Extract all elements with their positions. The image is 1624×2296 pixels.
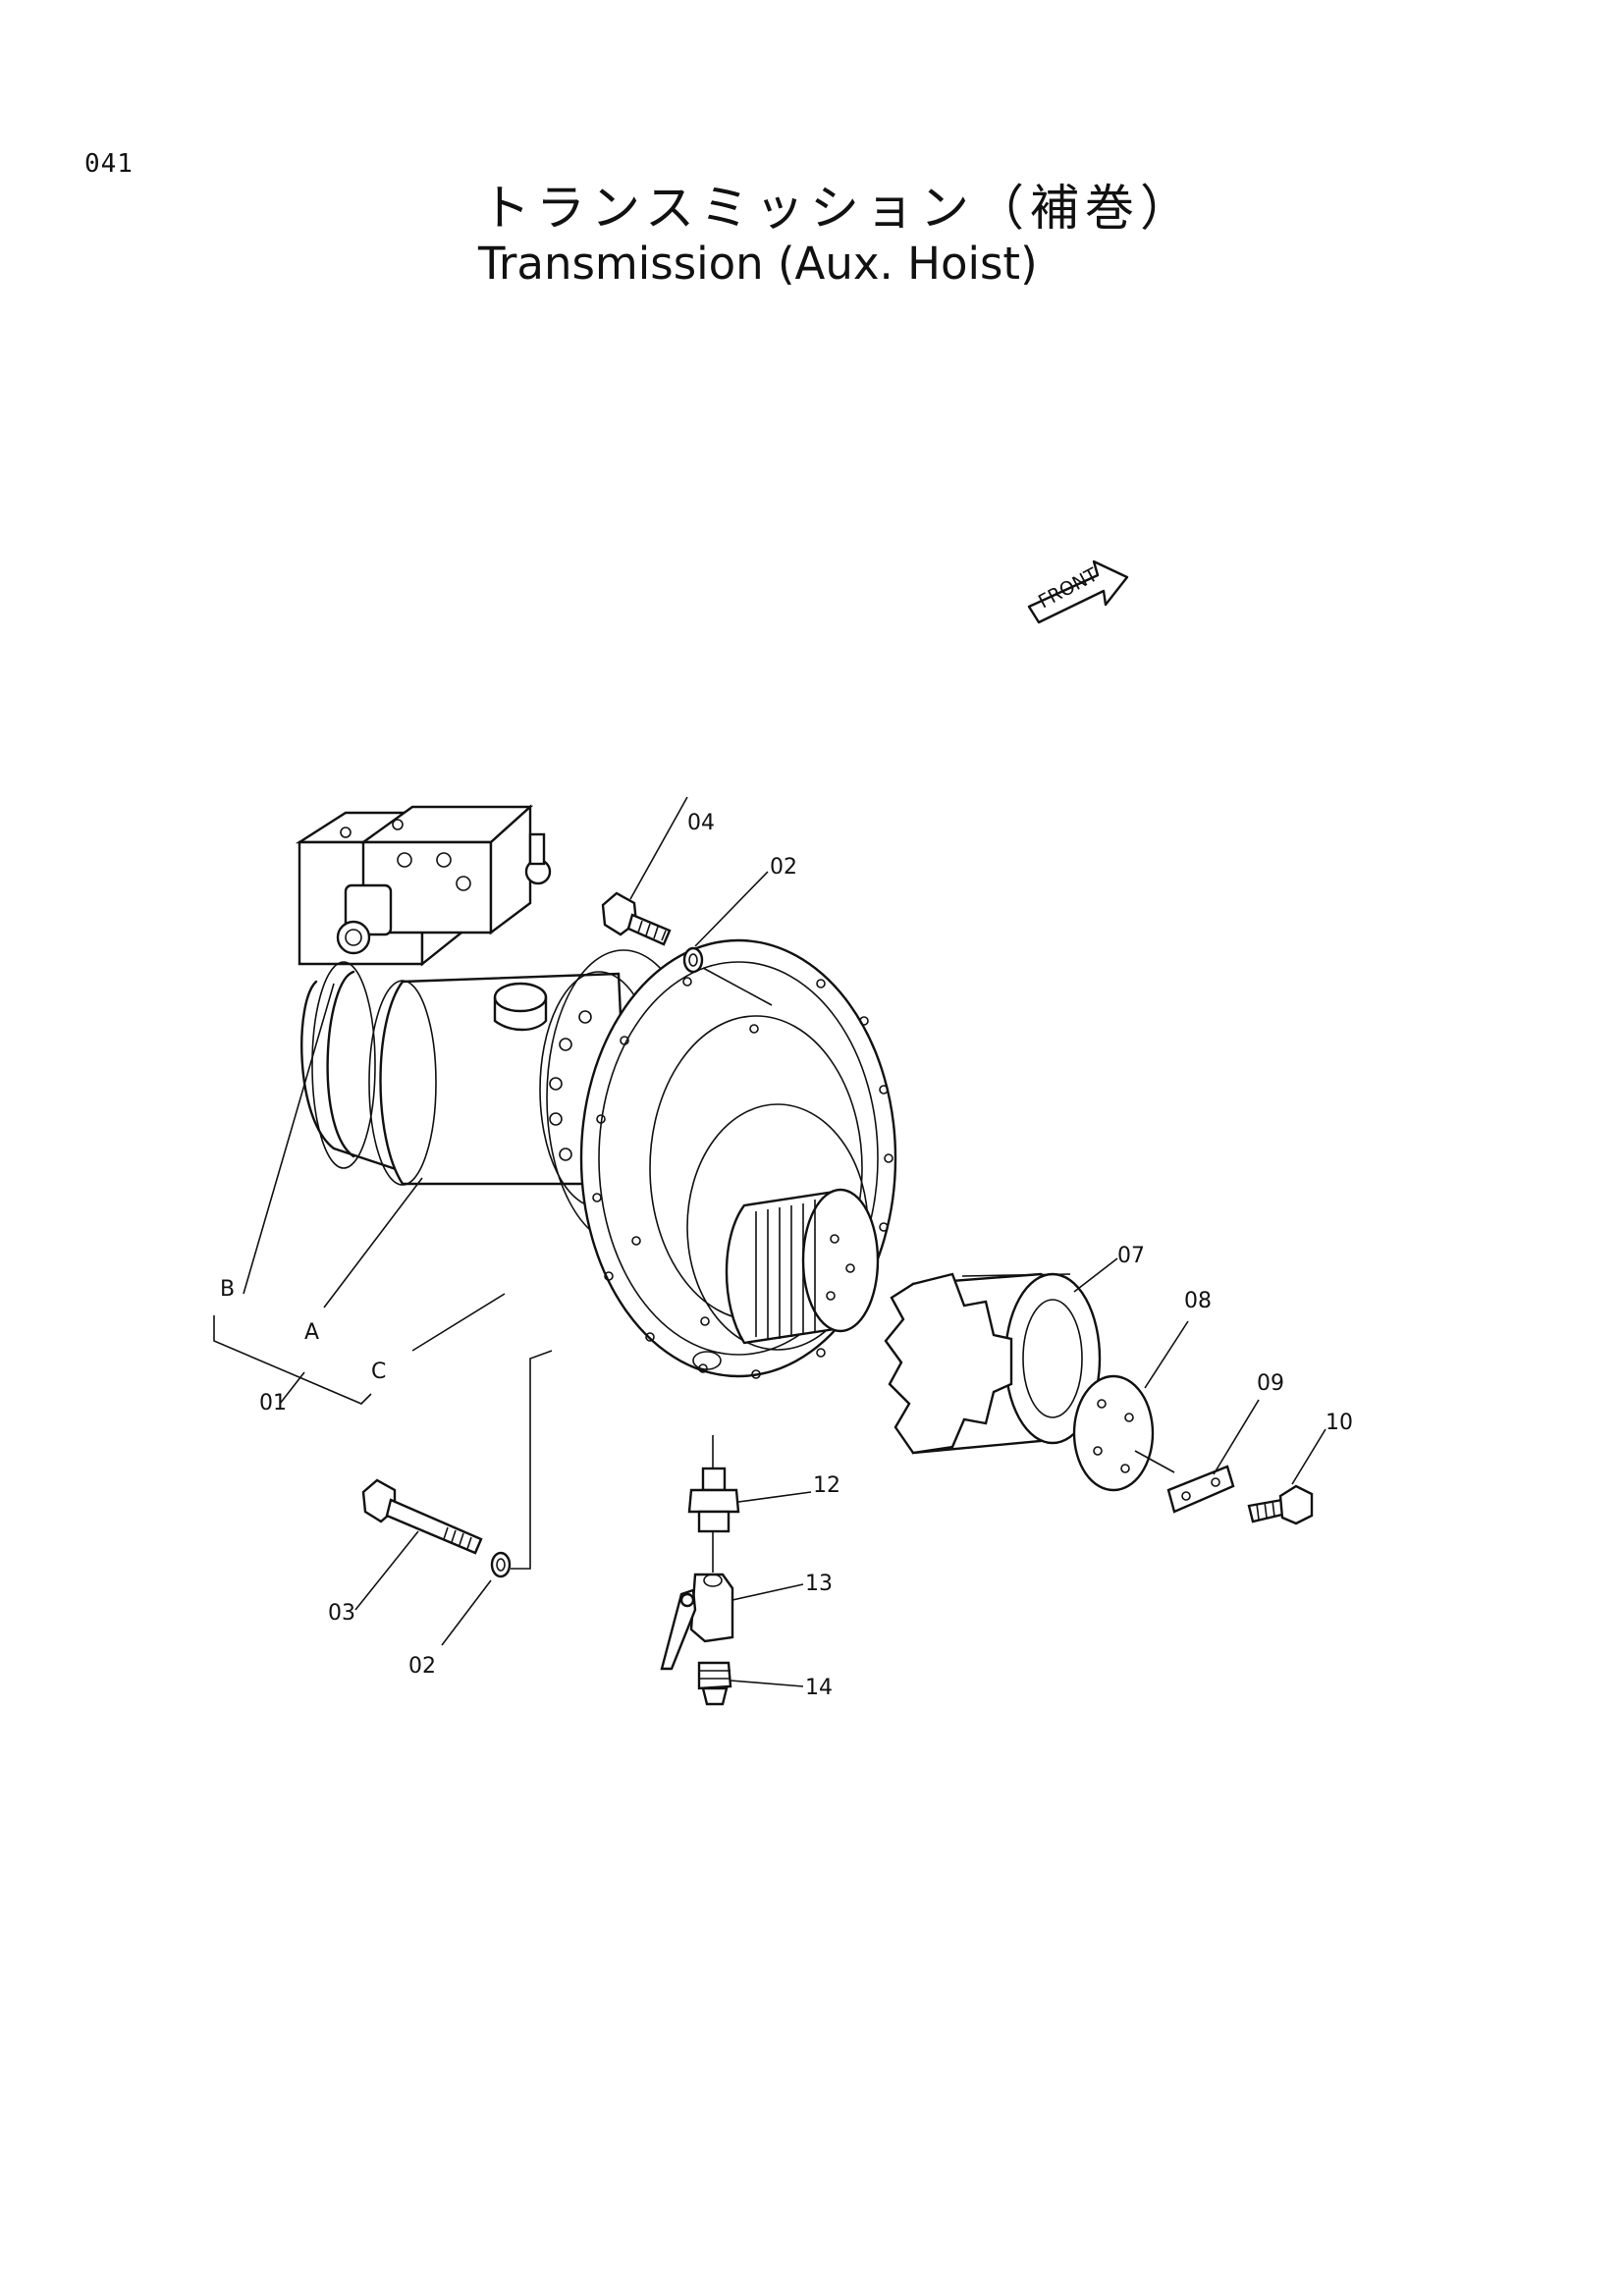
part-07-gear (884, 1257, 1118, 1455)
callout-01: 01 (259, 1391, 287, 1415)
callout-04: 04 (687, 811, 715, 835)
callout-02-lower: 02 (408, 1654, 436, 1679)
callout-07: 07 (1117, 1244, 1145, 1268)
assembly-callout-lines (213, 983, 506, 1405)
callout-b: B (220, 1277, 235, 1302)
callout-14: 14 (805, 1676, 833, 1700)
part-03-bolt (354, 1478, 483, 1611)
front-label: FRONT (1035, 563, 1102, 613)
callout-12: 12 (813, 1473, 840, 1498)
part-02-washer-lower (441, 1350, 553, 1646)
callout-labels: 04 02 B A C 01 07 08 09 10 12 13 14 03 0… (220, 811, 1353, 1700)
callout-02-upper: 02 (770, 855, 797, 880)
part-02-washer-upper (682, 871, 773, 1006)
part-10-bolt (1247, 1428, 1326, 1525)
callout-08: 08 (1184, 1289, 1212, 1313)
callout-13: 13 (805, 1572, 833, 1596)
callout-10: 10 (1326, 1411, 1353, 1435)
part-09-lock-plate (1166, 1399, 1260, 1514)
callout-a: A (304, 1320, 319, 1345)
callout-09: 09 (1257, 1371, 1284, 1396)
callout-c: C (371, 1360, 386, 1384)
front-arrow-icon: FRONT (1027, 560, 1129, 624)
part-08-plate (1072, 1320, 1189, 1492)
callout-03: 03 (328, 1601, 355, 1626)
page-number: 041 (84, 149, 134, 179)
title-english: Transmission (Aux. Hoist) (478, 238, 1038, 290)
part-12-plug (687, 1435, 812, 1573)
part-04-bolt (601, 796, 688, 946)
part-13-valve (660, 1573, 804, 1671)
transmission-assembly (295, 804, 897, 1379)
title-japanese: トランスミッション（補巻） (481, 180, 1195, 237)
part-14-plug (697, 1661, 804, 1706)
